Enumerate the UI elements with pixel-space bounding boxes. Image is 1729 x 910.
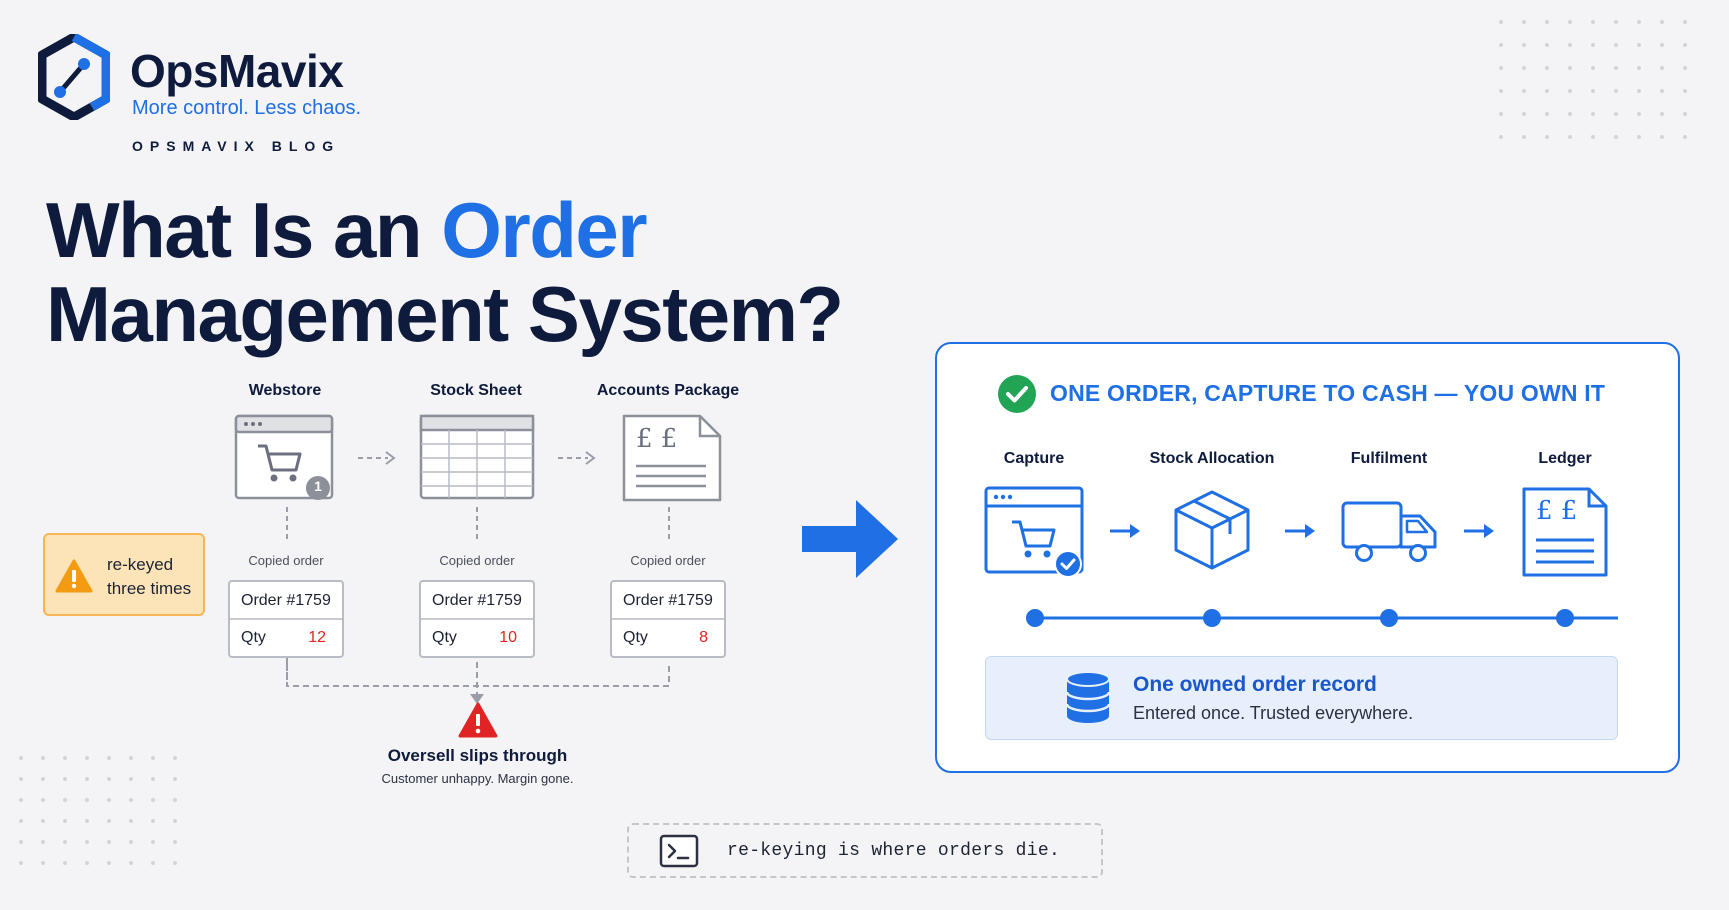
record-title: One owned order record: [1133, 673, 1377, 696]
system-label-webstore: Webstore: [248, 382, 322, 399]
ledger-symbol: £ £: [1536, 496, 1578, 526]
dashed-arrow-1: [358, 451, 396, 465]
stage-arrow-2: [1285, 524, 1315, 538]
rekeyed-line-1: re-keyed: [107, 555, 174, 574]
title-part-1: What Is an: [46, 186, 442, 274]
qty-value: 10: [499, 629, 517, 646]
stage-label-ledger: Ledger: [1538, 450, 1592, 467]
order-number: Order #1759: [421, 582, 533, 620]
qty-label: Qty: [241, 629, 266, 646]
dot-grid-bottom-left: [19, 756, 177, 865]
system-label-accounts: Accounts Package: [596, 382, 740, 399]
order-card-webstore: Order #1759 Qty 12: [228, 580, 344, 658]
stage-label-fulfilment: Fulfilment: [1350, 450, 1428, 467]
qty-value: 12: [308, 629, 326, 646]
ledger-document-icon: [622, 414, 722, 502]
qty-label: Qty: [623, 629, 648, 646]
stage-label-stock-allocation: Stock Allocation: [1149, 450, 1275, 467]
timeline-node: [1380, 609, 1398, 627]
browser-cart-icon: [234, 414, 334, 500]
terminal-text: re-keying is where orders die.: [727, 841, 1061, 861]
stage-arrow-1: [1110, 524, 1140, 538]
ledger-symbol: £ £: [636, 424, 678, 454]
check-circle-icon: [998, 375, 1036, 413]
timeline: [1026, 609, 1618, 627]
browser-cart-check-icon: [984, 486, 1084, 578]
record-subtitle: Entered once. Trusted everywhere.: [1133, 703, 1414, 723]
brand-name: OpsMavix: [130, 45, 344, 97]
timeline-node: [1203, 609, 1221, 627]
qty-value: 8: [699, 629, 708, 646]
webstore-badge: 1: [314, 478, 322, 494]
warning-icon: [55, 559, 93, 593]
terminal-box: [627, 823, 1103, 878]
merge-connector: [286, 662, 670, 704]
rekeyed-line-2: three times: [107, 579, 192, 598]
rekeyed-text: re-keyed three times: [107, 553, 191, 601]
order-number: Order #1759: [612, 582, 724, 620]
stage-label-capture: Capture: [1003, 450, 1065, 467]
order-number: Order #1759: [230, 582, 342, 620]
oversell-title: Oversell slips through: [387, 746, 568, 765]
title-line-2: Management System?: [46, 270, 844, 358]
page-title: What Is an Order Management System?: [46, 186, 844, 358]
database-icon: [1065, 671, 1111, 723]
copied-label: Copied order: [248, 553, 324, 568]
spreadsheet-icon: [419, 414, 535, 500]
terminal-icon: [659, 834, 699, 868]
copied-label: Copied order: [439, 553, 515, 568]
alert-icon: [458, 702, 498, 738]
dashed-arrow-2: [558, 451, 596, 465]
copied-label: Copied order: [630, 553, 706, 568]
brand-tagline: More control. Less chaos.: [132, 97, 361, 119]
dot-grid-top-right: [1499, 20, 1687, 139]
order-card-stock: Order #1759 Qty 10: [419, 580, 535, 658]
title-accent: Order: [441, 186, 647, 274]
panel-title: ONE ORDER, CAPTURE TO CASH — YOU OWN IT: [1050, 380, 1606, 406]
oversell-subtitle: Customer unhappy. Margin gone.: [381, 771, 574, 786]
hexagon-node-logo-icon: [38, 34, 110, 120]
system-label-stock-sheet: Stock Sheet: [430, 382, 522, 399]
stage-arrow-3: [1464, 524, 1494, 538]
transition-arrow-icon: [802, 500, 898, 578]
timeline-node: [1556, 609, 1574, 627]
rekeyed-callout: re-keyed three times: [43, 533, 205, 616]
blog-label: OPSMAVIX BLOG: [132, 138, 341, 154]
order-card-accounts: Order #1759 Qty 8: [610, 580, 726, 658]
truck-icon: [1341, 501, 1437, 562]
ledger-document-icon: [1522, 487, 1608, 577]
timeline-node: [1026, 609, 1044, 627]
qty-label: Qty: [432, 629, 457, 646]
box-icon: [1174, 490, 1250, 570]
